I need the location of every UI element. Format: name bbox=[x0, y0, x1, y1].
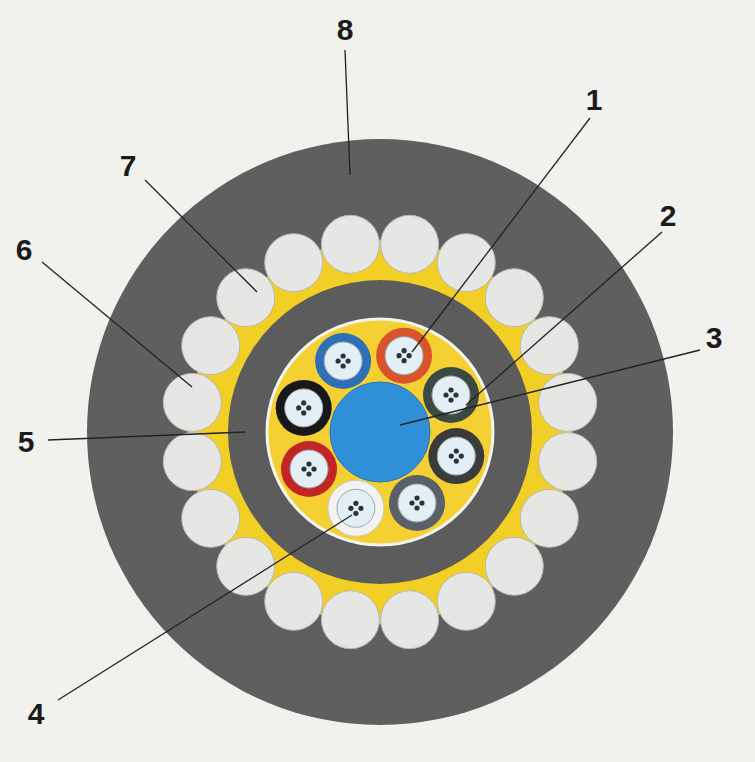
central-member bbox=[330, 382, 430, 482]
armour-wires bbox=[163, 215, 596, 648]
inner-sheath bbox=[228, 280, 532, 584]
leader-lines bbox=[42, 50, 700, 700]
callout-number: 6 bbox=[16, 235, 33, 265]
callout-number: 7 bbox=[120, 151, 137, 181]
callout-number: 1 bbox=[586, 85, 603, 115]
loose-tubes bbox=[276, 328, 485, 537]
armour-filling bbox=[188, 240, 572, 624]
callout-number: 3 bbox=[706, 323, 723, 353]
callout-number: 2 bbox=[660, 201, 677, 231]
core-filling bbox=[267, 319, 493, 545]
callout-number: 8 bbox=[337, 15, 354, 45]
callout-number: 5 bbox=[18, 427, 35, 457]
callout-number: 4 bbox=[28, 699, 45, 729]
outer-sheath bbox=[87, 139, 673, 725]
